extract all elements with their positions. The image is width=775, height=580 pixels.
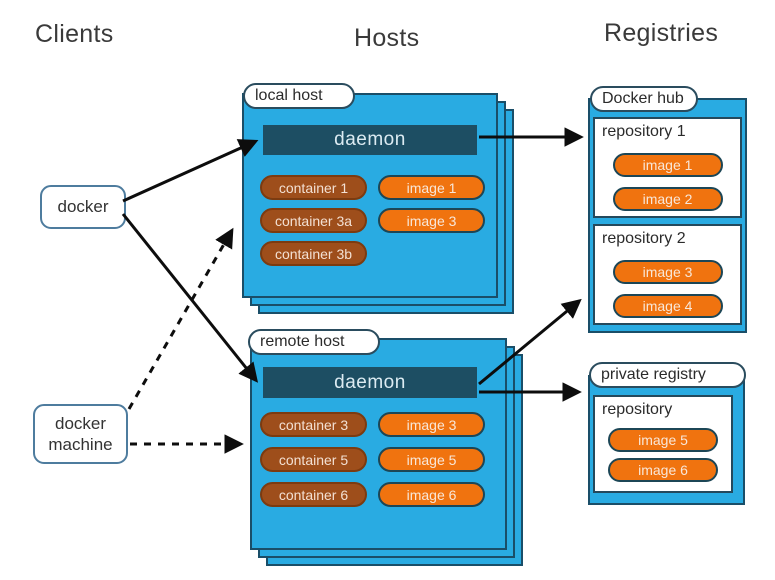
clients-column-header: Clients xyxy=(35,20,114,48)
remote-host-label: remote host xyxy=(248,329,380,355)
private-repository-box: repository image 5 image 6 xyxy=(593,395,733,493)
image-pill: image 6 xyxy=(378,482,485,507)
repository-2-label: repository 2 xyxy=(602,230,686,247)
image-pill: image 3 xyxy=(378,208,485,233)
image-pill: image 5 xyxy=(608,428,718,452)
docker-machine-client-node: docker machine xyxy=(33,404,128,464)
local-host-containers: container 1 container 3a container 3b xyxy=(260,175,367,266)
container-pill: container 3a xyxy=(260,208,367,233)
container-pill: container 1 xyxy=(260,175,367,200)
repository-1-box: repository 1 image 1 image 2 xyxy=(593,117,742,218)
repository-1-images: image 1 image 2 xyxy=(595,153,740,211)
remote-host-daemon-bar: daemon xyxy=(263,367,477,398)
repository-2-box: repository 2 image 3 image 4 xyxy=(593,224,742,325)
arrow-docker-machine-to-local-host xyxy=(127,227,234,410)
private-repository-label: repository xyxy=(602,401,673,418)
local-host-daemon-bar: daemon xyxy=(263,125,477,155)
container-pill: container 3 xyxy=(260,412,367,437)
repository-1-label: repository 1 xyxy=(602,123,686,140)
image-pill: image 1 xyxy=(378,175,485,200)
remote-host-images: image 3 image 5 image 6 xyxy=(378,412,485,507)
docker-hub-label: Docker hub xyxy=(590,86,698,112)
image-pill: image 5 xyxy=(378,447,485,472)
arrow-docker-to-remote-daemon xyxy=(121,213,259,383)
registries-column-header: Registries xyxy=(604,19,719,47)
repository-2-images: image 3 image 4 xyxy=(595,260,740,318)
arrow-docker-to-local-daemon xyxy=(122,139,259,203)
container-pill: container 6 xyxy=(260,482,367,507)
local-host-label: local host xyxy=(243,83,355,109)
image-pill: image 3 xyxy=(612,260,723,284)
private-registry-label: private registry xyxy=(589,362,746,388)
image-pill: image 1 xyxy=(612,153,723,177)
private-repository-images: image 5 image 6 xyxy=(595,428,731,482)
local-host-images: image 1 image 3 xyxy=(378,175,485,233)
container-pill: container 3b xyxy=(260,241,367,266)
remote-host-containers: container 3 container 5 container 6 xyxy=(260,412,367,507)
image-pill: image 3 xyxy=(378,412,485,437)
image-pill: image 2 xyxy=(612,187,723,211)
container-pill: container 5 xyxy=(260,447,367,472)
image-pill: image 4 xyxy=(612,294,723,318)
image-pill: image 6 xyxy=(608,458,718,482)
hosts-column-header: Hosts xyxy=(354,24,420,52)
docker-client-node: docker xyxy=(40,185,126,229)
